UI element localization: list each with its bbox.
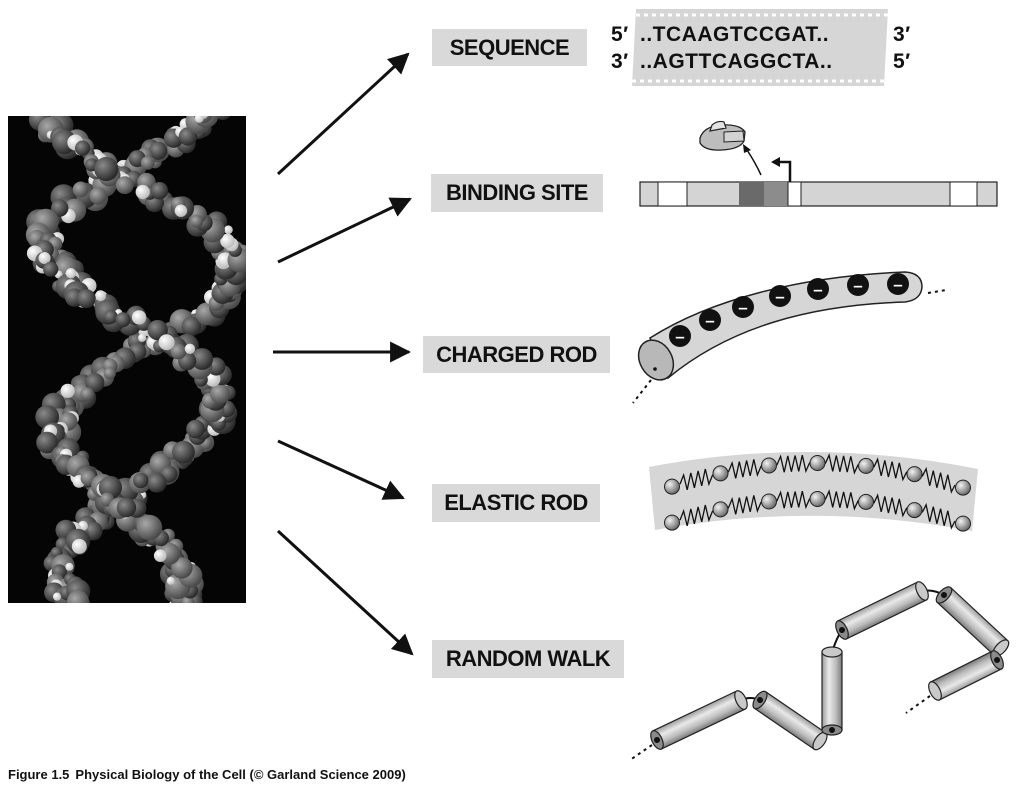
cylinder-segment xyxy=(935,586,1010,657)
cylinder-segment xyxy=(752,690,828,751)
charge-symbol: – xyxy=(893,275,902,294)
arrow-binding-site xyxy=(277,197,412,264)
seq-bottom-left: 3′ xyxy=(611,50,629,73)
charge-symbol: – xyxy=(775,287,784,306)
bead xyxy=(761,457,777,474)
arrow-random-walk xyxy=(276,529,414,656)
sequence-strip xyxy=(632,9,888,86)
label-charged-rod: CHARGED ROD xyxy=(423,336,610,373)
bead xyxy=(809,455,826,471)
negative-charge-icon xyxy=(847,274,869,296)
bead xyxy=(858,493,874,510)
charge-symbol: – xyxy=(738,298,747,317)
label-elastic-rod: ELASTIC ROD xyxy=(432,484,600,522)
arrow-elastic-rod xyxy=(277,439,405,500)
binding-site-diagram xyxy=(639,120,998,207)
seq-bottom-right: 5′ xyxy=(893,50,911,73)
dna-space-filling-model xyxy=(8,116,246,603)
bead xyxy=(955,515,971,532)
bead xyxy=(664,514,680,531)
charge-symbol: – xyxy=(853,276,862,295)
cylinder-segment xyxy=(650,690,748,750)
arrows xyxy=(273,52,414,656)
label-binding-site: BINDING SITE xyxy=(431,174,603,212)
cylinder-segment xyxy=(928,650,1004,701)
negative-charge-icon xyxy=(732,296,754,318)
dotted-continuation xyxy=(629,744,653,761)
negative-charge-icon xyxy=(699,309,721,331)
label-random-walk: RANDOM WALK xyxy=(432,640,624,678)
bead xyxy=(761,493,777,510)
bead xyxy=(906,466,923,483)
bead xyxy=(712,501,729,518)
bead xyxy=(858,457,874,474)
seq-top-strand: ..TCAAGTCCGAT.. xyxy=(640,23,830,46)
negative-charge-icon xyxy=(807,278,829,300)
negative-charge-icon xyxy=(887,273,909,295)
cylinder-segment xyxy=(821,646,843,736)
charge-symbol: – xyxy=(813,280,822,299)
protein-icon xyxy=(699,120,746,151)
figure-caption: Figure 1.5 Physical Biology of the Cell (… xyxy=(8,767,406,782)
charged-rod-diagram: – – – – – – – xyxy=(632,271,947,404)
caption-figure-number: Figure 1.5 xyxy=(8,767,70,782)
charge-symbol: – xyxy=(675,327,684,346)
label-sequence: SEQUENCE xyxy=(432,29,587,66)
seq-top-right: 3′ xyxy=(893,23,911,46)
random-walk-diagram xyxy=(629,581,1010,761)
negative-charge-icon xyxy=(669,325,691,347)
cylinder-segment xyxy=(835,581,929,640)
bead xyxy=(906,502,923,519)
bead xyxy=(664,478,680,495)
elastic-rod-diagram xyxy=(649,451,978,532)
bead xyxy=(809,491,826,507)
arrow-sequence xyxy=(276,52,410,176)
seq-top-left: 5′ xyxy=(611,23,629,46)
bead xyxy=(712,465,729,482)
seq-bottom-strand: ..AGTTCAGGCTA.. xyxy=(640,50,833,73)
dotted-continuation xyxy=(905,695,931,714)
charge-symbol: – xyxy=(705,311,714,330)
negative-charge-icon xyxy=(769,285,791,307)
caption-text: Physical Biology of the Cell (© Garland … xyxy=(75,767,406,782)
bead xyxy=(955,479,971,496)
